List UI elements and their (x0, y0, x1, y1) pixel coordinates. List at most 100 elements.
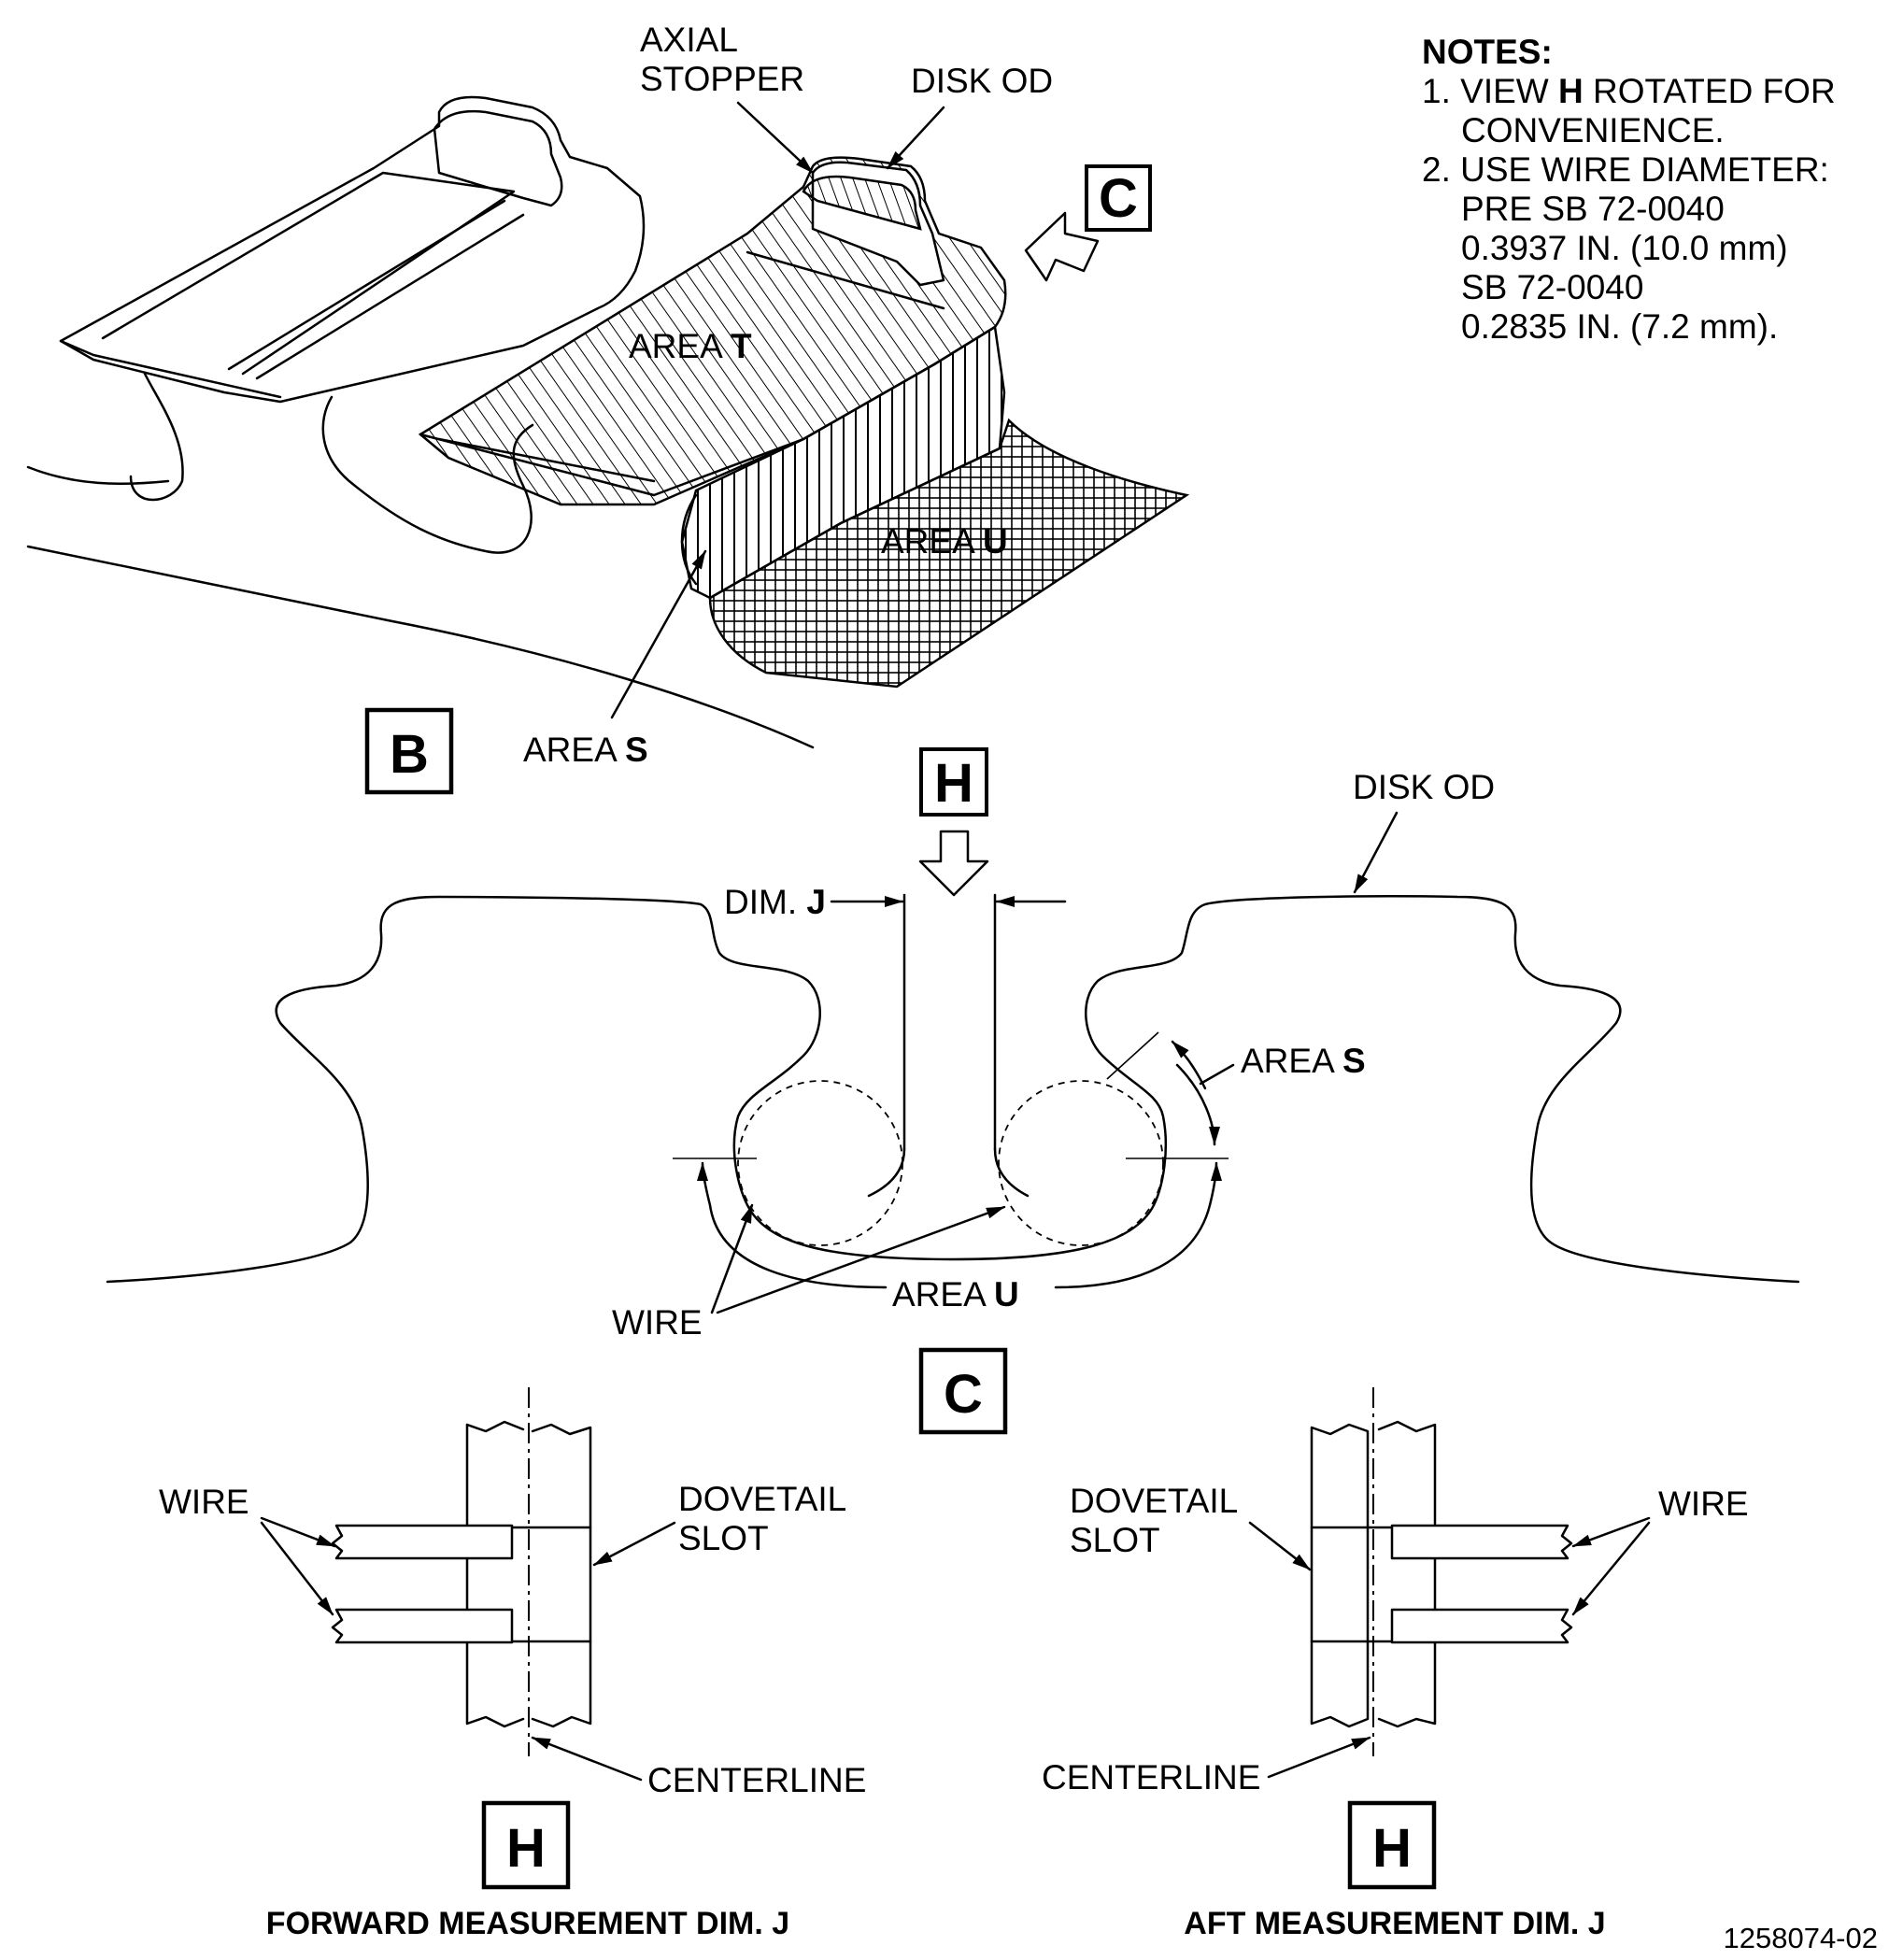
aft-wire-label: WIRE (1658, 1484, 1749, 1523)
fwd-dovetail-label-1: DOVETAIL (678, 1480, 846, 1518)
right-disk-post-outline (1085, 895, 1800, 1284)
slot-bottom (746, 1203, 1156, 1261)
axial-stopper-leader (736, 101, 815, 175)
disk-od-leader-b (886, 106, 945, 170)
fwd-dovetail-label-2: SLOT (678, 1519, 769, 1557)
notes-heading: NOTES: (1422, 33, 1553, 71)
right-blade-ridge (746, 250, 945, 310)
view-c-illustration: H DIM. J DISK OD AREA S AREA (106, 747, 1800, 1435)
area-t-label: AREA T (629, 327, 752, 365)
note-2-pre-sb-value: 0.3937 IN. (10.0 mm) (1461, 229, 1788, 267)
view-b-label-letter: B (390, 724, 429, 785)
area-s-label-b: AREA S (523, 731, 648, 769)
left-blade-edge (59, 339, 282, 399)
view-c-marker-letter: C (1099, 168, 1138, 229)
fwd-wire-upper (331, 1524, 514, 1560)
fwd-view-h-box (481, 1800, 571, 1890)
figure-number: 1258074-02 (1724, 1922, 1879, 1954)
aft-title: AFT MEASUREMENT DIM. J (1184, 1906, 1605, 1941)
wire-leader-left (710, 1203, 754, 1314)
aft-wire-leader-2 (1571, 1521, 1651, 1616)
view-b-label-box (364, 707, 454, 795)
fwd-wire-leader-1 (260, 1516, 336, 1548)
aft-wire-upper (1390, 1524, 1573, 1560)
aft-centerline-leader (1267, 1736, 1371, 1779)
view-h-direction-arrow (918, 830, 989, 897)
axial-stopper-hatch (802, 175, 922, 231)
area-s-dim-arc-lower (1175, 1063, 1220, 1146)
area-s-leader-c (1199, 1063, 1235, 1086)
area-u-label-c: AREA U (892, 1275, 1019, 1314)
view-c-marker-box (1085, 164, 1152, 232)
fwd-wire-lower (331, 1608, 514, 1644)
fwd-slot-right-wall (531, 1423, 592, 1728)
aft-dovetail-label-2: SLOT (1070, 1521, 1160, 1559)
left-disk-post-outline (106, 895, 821, 1284)
aft-slot-right-wall (1377, 1420, 1437, 1728)
area-u-dim-arc-right (1054, 1161, 1222, 1289)
area-u-region (708, 418, 1190, 689)
fwd-wire-label: WIRE (159, 1483, 249, 1521)
left-wire-circle (737, 1080, 903, 1246)
axial-stopper-label-2: STOPPER (640, 60, 804, 98)
aft-wire-leader-1 (1571, 1516, 1651, 1548)
left-blade-stopper (433, 109, 563, 207)
dim-j-label: DIM. J (724, 883, 826, 921)
left-blade-rib-2 (255, 213, 525, 380)
fwd-centerline-label: CENTERLINE (647, 1761, 866, 1799)
note-1-cont: CONVENIENCE. (1461, 111, 1725, 149)
disk-edge-top (26, 465, 170, 486)
aft-centerline-label: CENTERLINE (1042, 1758, 1260, 1797)
area-u-dim-arc-left (697, 1161, 888, 1289)
view-b-illustration: AXIAL STOPPER DISK OD C AREA T AREA U AR… (26, 21, 1190, 795)
aft-dovetail-leader (1248, 1521, 1312, 1571)
right-wire-circle (998, 1080, 1164, 1246)
left-blade (59, 95, 646, 404)
aft-wire-lower (1390, 1608, 1573, 1644)
view-c-label-box (918, 1347, 1008, 1435)
slot-left-fillet (867, 1147, 906, 1198)
aft-dovetail-label-1: DOVETAIL (1070, 1482, 1238, 1520)
left-dovetail-lobe (129, 372, 184, 502)
view-h-marker-box (919, 747, 988, 817)
area-u-label-b: AREA U (881, 522, 1008, 561)
note-2: 2. USE WIRE DIAMETER: (1422, 150, 1829, 189)
fwd-view-h-letter: H (506, 1818, 546, 1879)
wire-label-c: WIRE (612, 1303, 703, 1342)
view-c-label-letter: C (944, 1364, 983, 1425)
axial-stopper-label-1: AXIAL (640, 21, 738, 59)
note-2-sb-value: 0.2835 IN. (7.2 mm). (1461, 307, 1778, 346)
view-h-forward: WIRE DOVETAIL SLOT CENTERLINE H FORWARD … (159, 1387, 866, 1941)
left-blade-platform (101, 171, 516, 376)
notes-block: NOTES: 1. VIEW H ROTATED FOR CONVENIENCE… (1422, 33, 1836, 346)
note-2-sb: SB 72-0040 (1461, 268, 1643, 306)
note-2-pre-sb: PRE SB 72-0040 (1461, 190, 1725, 228)
view-c-direction-arrow (1024, 211, 1100, 282)
area-s-leader-b (610, 549, 707, 719)
disk-od-label-b: DISK OD (911, 62, 1053, 100)
area-s-dim-arc-upper (1171, 1040, 1207, 1090)
aft-slot-left-wall (1310, 1423, 1370, 1728)
disk-od-leader-c (1353, 811, 1399, 894)
aft-view-h-letter: H (1372, 1818, 1412, 1879)
area-s-label-c: AREA S (1241, 1042, 1366, 1080)
fwd-centerline-leader (531, 1736, 643, 1782)
right-blade-front-edge (419, 433, 805, 497)
fwd-wire-leader-2 (260, 1521, 334, 1616)
left-blade-rib-1 (227, 199, 506, 371)
view-h-aft: WIRE DOVETAIL SLOT CENTERLINE H AFT MEAS… (1042, 1387, 1749, 1941)
fwd-dovetail-leader (592, 1521, 676, 1567)
fwd-title: FORWARD MEASUREMENT DIM. J (266, 1906, 789, 1941)
wire-leader-right (716, 1205, 1006, 1314)
fwd-slot-top-break (465, 1420, 525, 1433)
slot-right-fillet (993, 1147, 1030, 1198)
view-h-marker-letter: H (934, 753, 973, 814)
area-s-ext-line-1 (1106, 1031, 1159, 1080)
disk-edge-bottom (26, 545, 815, 749)
note-1: 1. VIEW H ROTATED FOR (1422, 72, 1836, 110)
fwd-slot-left-wall (465, 1423, 525, 1728)
aft-view-h-box (1347, 1800, 1437, 1890)
disk-od-label-c: DISK OD (1353, 768, 1495, 806)
right-blade-front-edge-2 (437, 437, 656, 483)
